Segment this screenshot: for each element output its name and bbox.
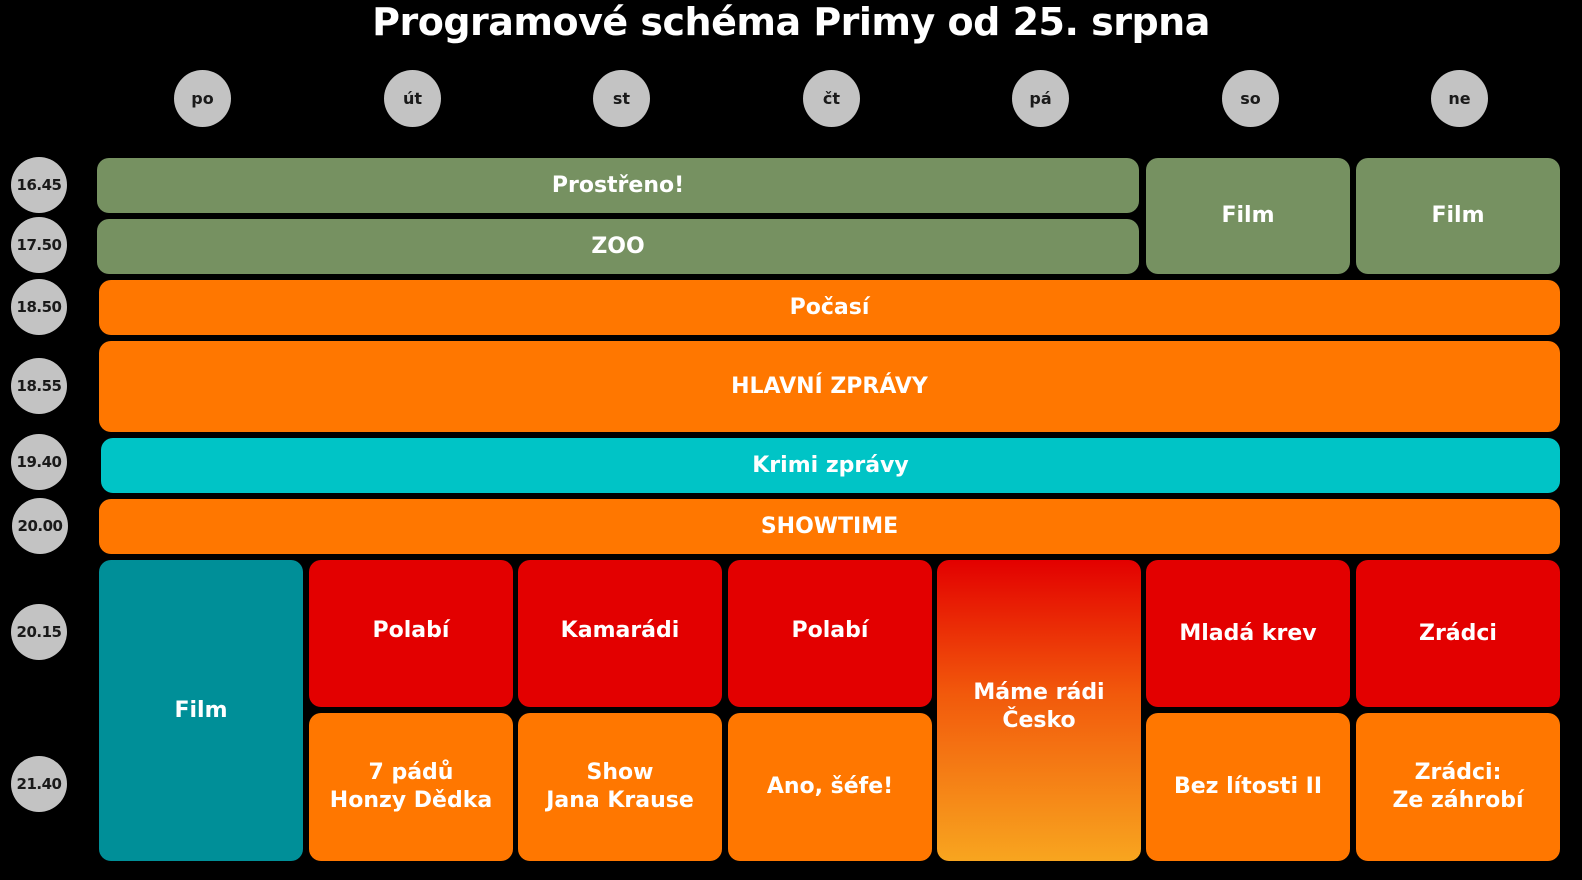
- program-title-line-2: Jana Krause: [546, 788, 694, 813]
- time-label-1750: 17.50: [11, 217, 67, 273]
- program-title: Ano, šéfe!: [766, 774, 894, 799]
- program-showtime: SHOWTIME: [99, 499, 1560, 554]
- program-title-line-2: Ze záhrobí: [1392, 788, 1524, 813]
- time-label-1940: 19.40: [11, 434, 67, 490]
- program-title: Film: [1431, 203, 1485, 228]
- time-label-1850: 18.50: [11, 279, 67, 335]
- program-title: Mladá krev: [1179, 620, 1317, 646]
- program-title: Film: [1221, 203, 1275, 228]
- program-film-po: Film: [99, 560, 303, 861]
- day-header-po: po: [174, 70, 231, 127]
- program-bez-litosti-so: Bez lítosti II: [1146, 713, 1350, 861]
- page-title: Programové schéma Primy od 25. srpna: [372, 0, 1210, 44]
- time-label-2140: 21.40: [11, 756, 67, 812]
- day-header-so: so: [1222, 70, 1279, 127]
- program-title-line-2: Česko: [1002, 708, 1076, 733]
- program-title: HLAVNÍ ZPRÁVY: [731, 373, 928, 399]
- program-prostreno: Prostřeno!: [97, 158, 1139, 213]
- program-polabi-ut: Polabí: [309, 560, 513, 707]
- program-polabi-ct: Polabí: [728, 560, 932, 707]
- program-title: SHOWTIME: [760, 513, 899, 539]
- time-label-2015: 20.15: [11, 604, 67, 660]
- time-label-1855: 18.55: [11, 358, 67, 414]
- program-title-line-2: Honzy Dědka: [329, 788, 493, 813]
- day-header-pa: pá: [1012, 70, 1069, 127]
- time-label-2000: 20.00: [12, 498, 68, 554]
- program-pocasi: Počasí: [99, 280, 1560, 335]
- program-title: Polabí: [791, 618, 869, 643]
- program-title-line-1: Zrádci:: [1414, 760, 1502, 785]
- program-title: Kamarádi: [560, 618, 680, 643]
- program-kamaradi-st: Kamarádi: [518, 560, 722, 707]
- program-title-line-1: Show: [586, 760, 654, 785]
- program-show-jana-krause-st: Show Jana Krause: [518, 713, 722, 861]
- program-krimi-zpravy: Krimi zprávy: [101, 438, 1560, 493]
- day-header-ut: út: [384, 70, 441, 127]
- program-zoo: ZOO: [97, 219, 1139, 274]
- program-title: Zrádci: [1419, 620, 1497, 646]
- program-title: Film: [174, 697, 228, 723]
- program-title: Prostřeno!: [551, 172, 685, 198]
- program-title-line-1: Máme rádi: [973, 680, 1105, 705]
- program-zradci-ze-zahrobi-ne: Zrádci: Ze záhrobí: [1356, 713, 1560, 861]
- program-title: Krimi zprávy: [752, 452, 909, 478]
- program-title: ZOO: [591, 233, 645, 259]
- program-film-so: Film: [1146, 158, 1350, 274]
- program-film-ne: Film: [1356, 158, 1560, 274]
- program-zradci-ne: Zrádci: [1356, 560, 1560, 707]
- program-mame-radi-cesko: Máme rádi Česko: [937, 560, 1141, 861]
- program-ano-sefe-ct: Ano, šéfe!: [728, 713, 932, 861]
- day-header-ct: čt: [803, 70, 860, 127]
- program-title: Počasí: [789, 294, 870, 320]
- day-header-ne: ne: [1431, 70, 1488, 127]
- program-hlavni-zpravy: HLAVNÍ ZPRÁVY: [99, 341, 1560, 432]
- program-title: Bez lítosti II: [1173, 774, 1323, 799]
- program-mlada-krev-so: Mladá krev: [1146, 560, 1350, 707]
- program-title-line-1: 7 pádů: [368, 760, 454, 785]
- time-label-1645: 16.45: [11, 157, 67, 213]
- program-7-padu-honzy-dedka-ut: 7 pádů Honzy Dědka: [309, 713, 513, 861]
- day-header-st: st: [593, 70, 650, 127]
- program-title: Polabí: [372, 618, 450, 643]
